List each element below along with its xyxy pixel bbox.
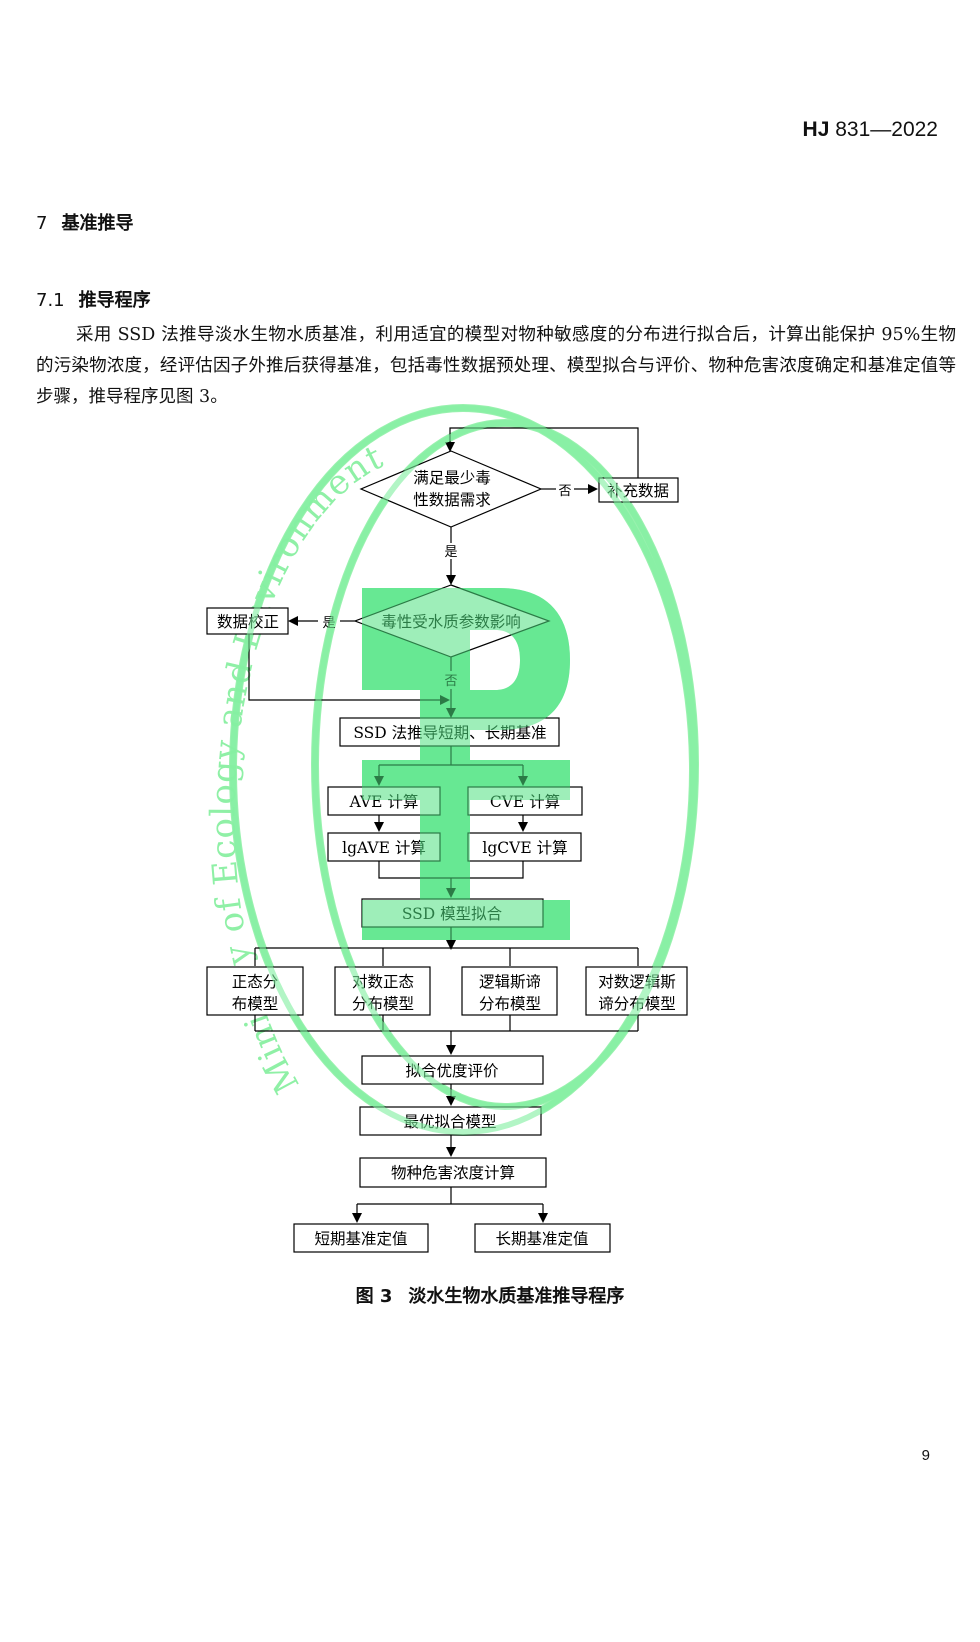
ssd-derive-label: SSD 法推导短期、长期基准 (353, 724, 546, 742)
no-label-2: 否 (444, 674, 457, 689)
lgave-calc-label: lgAVE 计算 (342, 838, 426, 857)
model-logistic-line1: 逻辑斯谛 (479, 973, 541, 991)
ave-calc-label: AVE 计算 (349, 792, 419, 811)
long-term-box (474, 1223, 611, 1253)
supplement-data-label: 补充数据 (607, 482, 669, 500)
model-lognormal-line2: 分布模型 (352, 995, 414, 1013)
standard-prefix: HJ (802, 118, 830, 141)
subsection-title: 推导程序 (78, 290, 151, 311)
decision-min-data-line2: 性数据需求 (413, 491, 491, 509)
data-correction-label: 数据校正 (217, 613, 279, 631)
figure-title: 淡水生物水质基准推导程序 (408, 1286, 625, 1307)
model-loglogistic-line1: 对数逻辑斯 (598, 973, 676, 991)
yes-label-2: 是 (322, 616, 335, 631)
goodness-eval-label: 拟合优度评价 (405, 1062, 499, 1080)
best-model-label: 最优拟合模型 (403, 1113, 496, 1131)
section-heading: 7 基准推导 (36, 209, 133, 235)
decision-min-data (359, 450, 543, 528)
decision-water-quality-label: 毒性受水质参数影响 (381, 613, 521, 631)
no-label-1: 否 (558, 484, 571, 499)
section-title: 基准推导 (61, 213, 134, 234)
cve-calc-label: CVE 计算 (490, 792, 560, 811)
model-loglogistic-line2: 谛分布模型 (598, 995, 676, 1013)
ssd-fit-label: SSD 模型拟合 (402, 905, 503, 923)
subsection-number: 7.1 (36, 290, 65, 311)
yes-label-1: 是 (444, 545, 457, 560)
hazard-calc-label: 物种危害浓度计算 (391, 1163, 515, 1182)
section-number: 7 (36, 213, 48, 234)
decision-min-data-line1: 满足最少毒 (413, 469, 491, 487)
model-logistic-line2: 分布模型 (479, 995, 541, 1013)
lgcve-calc-label: lgCVE 计算 (482, 838, 567, 857)
standard-number: 831—2022 (835, 118, 938, 141)
short-term-label: 短期基准定值 (314, 1230, 407, 1248)
body-paragraph: 采用 SSD 法推导淡水生物水质基准，利用适宜的模型对物种敏感度的分布进行拟合后… (36, 325, 956, 407)
figure-label: 图 3 (355, 1286, 393, 1307)
standard-code: HJ 831—2022 (803, 118, 938, 142)
model-normal-line1: 正态分 (232, 973, 279, 991)
short-term-box (293, 1223, 429, 1253)
figure-caption: 图 3 淡水生物水质基准推导程序 (0, 1282, 980, 1308)
hazard-calc-box (359, 1157, 547, 1188)
page-number: 9 (921, 1447, 930, 1464)
model-lognormal-line1: 对数正态 (352, 973, 414, 991)
model-normal-line2: 布模型 (232, 995, 279, 1013)
long-term-label: 长期基准定值 (495, 1230, 588, 1248)
subsection-heading: 7.1 推导程序 (36, 286, 151, 312)
